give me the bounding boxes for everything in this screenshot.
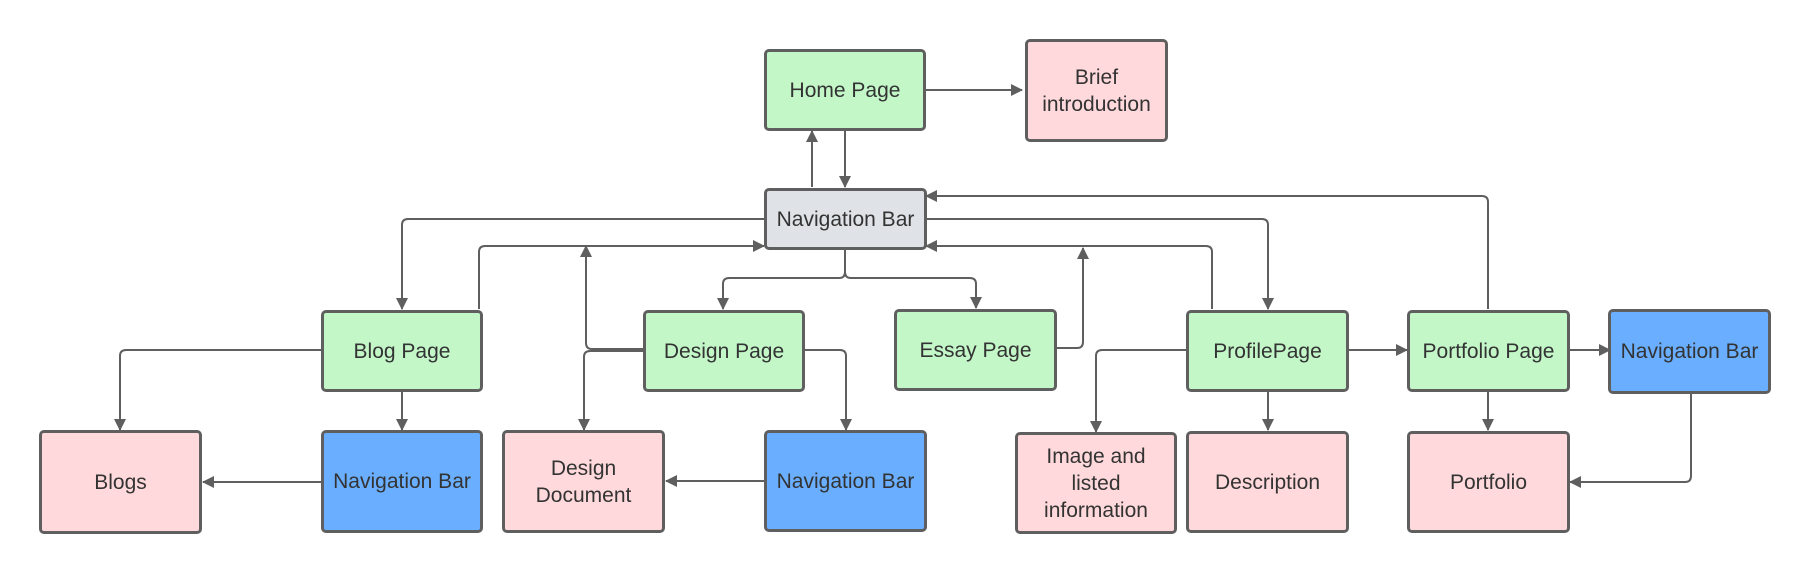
portfolio-navigation-bar-label: Navigation Bar <box>1620 340 1759 363</box>
design-document-label: Design Document <box>535 456 632 507</box>
blogs-label: Blogs <box>94 470 147 494</box>
design-navigation-bar-node[interactable]: Navigation Bar <box>764 430 927 532</box>
brief-introduction-label: Brief introduction <box>1042 65 1151 116</box>
profile-page-node[interactable]: ProfilePage <box>1186 310 1349 392</box>
brief-introduction-node[interactable]: Brief introduction <box>1025 39 1168 142</box>
image-and-listed-information-label: Image and listed information <box>1044 444 1148 522</box>
main-navigation-bar-label: Navigation Bar <box>776 207 915 231</box>
design-navigation-bar-label: Navigation Bar <box>776 469 915 493</box>
design-page-node[interactable]: Design Page <box>643 310 805 392</box>
portfolio-node[interactable]: Portfolio <box>1407 431 1570 533</box>
edge-portfolio-page-to-main-navigation <box>925 190 1489 309</box>
edge-profile-page-to-image-information <box>1090 349 1187 433</box>
edge-essay-page-to-main-navigation <box>1056 247 1089 349</box>
design-document-node[interactable]: Design Document <box>502 430 665 533</box>
portfolio-page-label: Portfolio Page <box>1422 339 1555 363</box>
design-page-label: Design Page <box>663 339 785 363</box>
edge-main-navigation-to-essay-page <box>844 271 982 309</box>
edge-blog-page-to-main-navigation <box>478 240 765 309</box>
image-and-listed-information-node[interactable]: Image and listed information <box>1015 432 1177 534</box>
description-label: Description <box>1214 470 1321 494</box>
home-page-label: Home Page <box>789 78 901 102</box>
blog-navigation-bar-node[interactable]: Navigation Bar <box>321 430 483 533</box>
essay-page-node[interactable]: Essay Page <box>894 309 1057 391</box>
blog-navigation-bar-label: Navigation Bar <box>333 470 471 493</box>
portfolio-label: Portfolio <box>1449 470 1528 494</box>
edge-main-navigation-to-blog-page <box>396 218 764 310</box>
main-navigation-bar-node[interactable]: Navigation Bar <box>764 188 927 250</box>
blogs-node[interactable]: Blogs <box>39 430 202 534</box>
edge-profile-page-to-main-navigation <box>925 240 1213 309</box>
profile-page-label: ProfilePage <box>1213 339 1322 363</box>
edge-design-page-to-design-document <box>578 350 644 431</box>
edge-portfolio-navigation-to-portfolio <box>1569 393 1692 488</box>
blog-page-label: Blog Page <box>353 339 451 363</box>
edge-main-navigation-to-profile-page <box>926 218 1274 310</box>
portfolio-navigation-bar-node[interactable]: Navigation Bar <box>1608 309 1771 394</box>
portfolio-page-node[interactable]: Portfolio Page <box>1407 310 1570 392</box>
edge-design-page-to-main-navigation <box>580 245 644 350</box>
blog-page-node[interactable]: Blog Page <box>321 310 483 392</box>
edge-blog-page-to-blogs <box>114 349 321 431</box>
essay-page-label: Essay Page <box>919 338 1032 362</box>
edge-main-navigation-to-design-page <box>717 249 846 310</box>
edge-design-page-to-design-navigation <box>804 349 852 431</box>
description-node[interactable]: Description <box>1186 431 1349 533</box>
home-page-node[interactable]: Home Page <box>764 49 926 131</box>
